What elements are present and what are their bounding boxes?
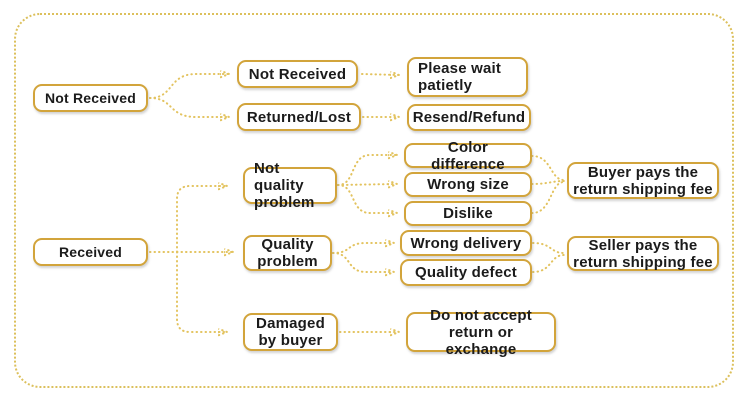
node-fee-buyer: Buyer pays the return shipping fee [567, 162, 719, 199]
node-root-not-received: Not Received [33, 84, 148, 112]
node-out-color-difference: Color difference [404, 139, 532, 173]
node-out-dislike: Dislike [404, 201, 532, 226]
edge-root-received-to-damaged-by-buyer [176, 251, 226, 332]
node-mid-quality-problem: Quality problem [243, 235, 332, 271]
node-out-quality-defect: Quality defect [400, 259, 532, 286]
edge-quality-to-wrong-delivery [332, 243, 393, 254]
node-out-resend-refund: Resend/Refund [407, 104, 531, 131]
edge-not-quality-to-dislike [337, 184, 396, 213]
edge-not-quality-to-color-difference [337, 155, 396, 186]
edge-quality-to-quality-defect [332, 252, 393, 272]
node-mid-not-received: Not Received [237, 60, 358, 88]
node-out-no-return: Do not accept return or exchange [406, 307, 556, 358]
node-out-please-wait: Please wait patietly [407, 57, 528, 97]
node-mid-not-quality-problem: Not quality problem [243, 160, 337, 211]
edge-dislike-to-buyer-fee [531, 181, 565, 214]
node-fee-seller: Seller pays the return shipping fee [567, 236, 719, 271]
node-out-wrong-delivery: Wrong delivery [400, 230, 532, 256]
edge-mid-not-received-to-please-wait [361, 74, 398, 75]
edge-root-not-received-to-returned-lost [149, 97, 228, 117]
node-mid-returned-lost: Returned/Lost [237, 103, 361, 131]
edge-not-quality-to-wrong-size [337, 184, 396, 185]
node-root-received: Received [33, 238, 148, 266]
edge-color-difference-to-buyer-fee [531, 155, 565, 181]
edge-wrong-size-to-buyer-fee [531, 180, 565, 185]
node-out-wrong-size: Wrong size [404, 172, 532, 197]
edge-wrong-delivery-to-seller-fee [532, 242, 565, 254]
edge-quality-defect-to-seller-fee [532, 254, 565, 273]
edge-root-received-to-not-quality-problem [176, 186, 226, 253]
edge-root-not-received-to-mid-not-received [149, 74, 228, 99]
node-mid-damaged-by-buyer: Damaged by buyer [243, 313, 338, 351]
